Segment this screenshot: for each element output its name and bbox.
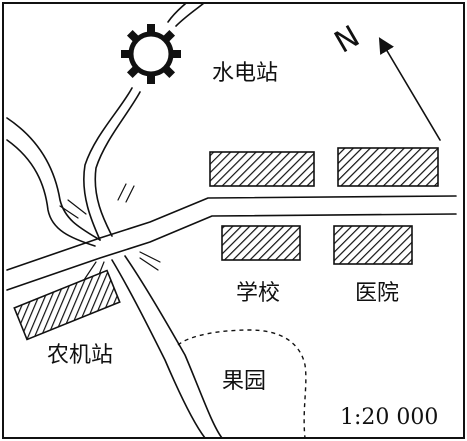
school-building — [221, 225, 301, 261]
main-road — [6, 195, 457, 291]
gear-icon — [121, 24, 181, 84]
building-north-2 — [337, 147, 439, 187]
building-north-1 — [209, 151, 315, 187]
farm-machinery-building — [13, 269, 121, 341]
canal — [167, 2, 205, 27]
farm-machinery-station-label: 农机站 — [47, 343, 113, 368]
hospital-building — [333, 225, 413, 265]
north-arrow-icon: N — [329, 19, 441, 141]
bridge — [59, 183, 161, 283]
hydropower-station-label: 水电站 — [212, 61, 278, 86]
north-label: N — [329, 19, 366, 61]
hospital-label: 医院 — [355, 281, 399, 306]
orchard-label: 果园 — [222, 369, 266, 394]
school-label: 学校 — [236, 281, 280, 306]
river — [6, 87, 223, 439]
orchard-boundary — [177, 329, 307, 439]
scale-label: 1:20 000 — [340, 405, 438, 430]
